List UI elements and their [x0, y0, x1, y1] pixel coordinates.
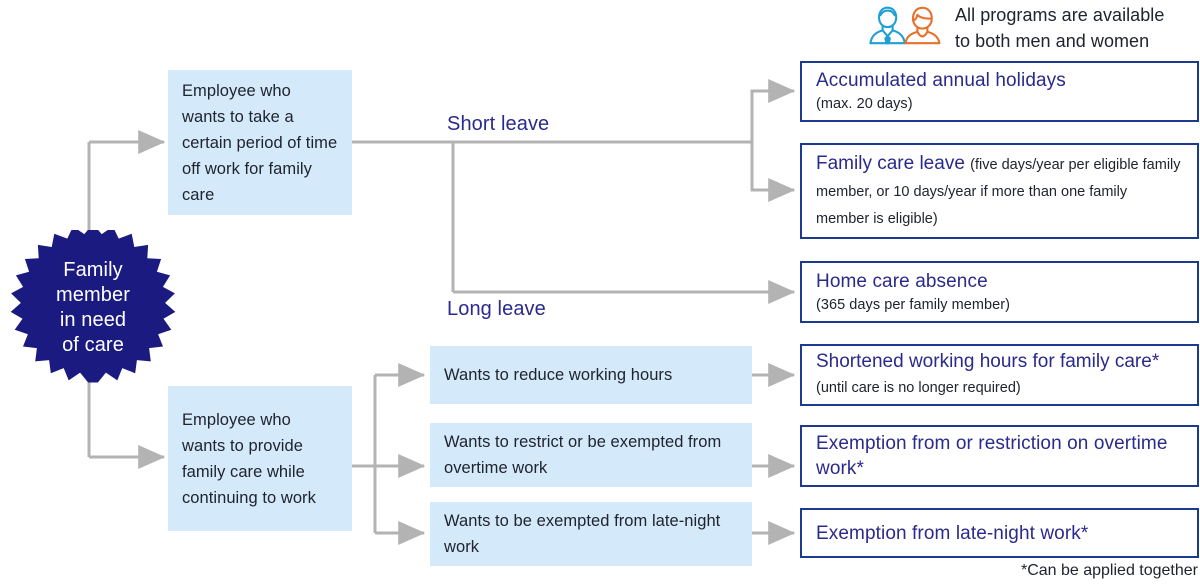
program-box-accumulated-annual-holidays: Accumulated annual holidays (max. 20 day…	[800, 61, 1199, 122]
need-reduce-hours-label: Wants to reduce working hours	[444, 366, 673, 384]
need-exempt-late-night-label: Wants to be exempted from late-night wor…	[444, 512, 721, 556]
program-home-care-title: Home care absence	[816, 270, 988, 292]
category-box-time-off: Employee who wants to take a certain per…	[168, 70, 352, 215]
program-accumulated-sub: (max. 20 days)	[816, 96, 913, 112]
program-box-family-care-leave: Family care leave (five days/year per el…	[800, 143, 1199, 239]
availability-note: All programs are available to both men a…	[955, 2, 1200, 54]
program-accumulated-title: Accumulated annual holidays	[816, 70, 1066, 91]
connector-to-accumulated	[750, 79, 796, 142]
program-home-care-sub: (365 days per family member)	[816, 296, 1010, 313]
program-exemption-overtime-title: Exemption from or restriction on overtim…	[816, 433, 1168, 479]
two-people-icon	[869, 6, 941, 45]
category-time-off-label: Employee who wants to take a certain per…	[182, 81, 338, 204]
program-shortened-hours-sub: (until care is no longer required)	[816, 380, 1021, 396]
program-shortened-hours-title: Shortened working hours for family care*	[816, 351, 1160, 372]
man-icon	[869, 6, 906, 45]
program-box-exemption-late-night: Exemption from late-night work*	[800, 508, 1199, 558]
root-node-family-member: Family member in need of care	[8, 224, 178, 385]
connector-to-family-care	[750, 142, 796, 202]
root-line-3: in need	[59, 308, 127, 331]
program-family-care-title: Family care leave	[816, 152, 965, 174]
need-box-exempt-late-night: Wants to be exempted from late-night wor…	[430, 502, 752, 566]
category-box-continue-work: Employee who wants to provide family car…	[168, 386, 352, 531]
need-restrict-overtime-label: Wants to restrict or be exempted from ov…	[444, 433, 722, 477]
availability-note-line-1: All programs are available	[955, 5, 1165, 25]
starburst-shape	[10, 224, 176, 383]
program-exemption-late-night-title: Exemption from late-night work*	[816, 522, 1089, 544]
need-box-restrict-overtime: Wants to restrict or be exempted from ov…	[430, 423, 752, 487]
woman-icon	[904, 6, 941, 45]
program-box-home-care-absence: Home care absence (365 days per family m…	[800, 261, 1199, 323]
program-box-exemption-overtime: Exemption from or restriction on overtim…	[800, 425, 1199, 487]
branch-label-short-leave: Short leave	[447, 113, 550, 135]
branch-label-long-leave: Long leave	[447, 298, 546, 320]
footnote: *Can be applied together	[1020, 562, 1198, 579]
program-family-care-sub: (five days/year per eligible family memb…	[816, 156, 1181, 227]
availability-note-line-2: to both men and women	[955, 31, 1150, 51]
root-line-4: of care	[62, 333, 124, 356]
program-box-shortened-working-hours: Shortened working hours for family care*…	[800, 344, 1199, 406]
root-line-1: Family	[63, 258, 123, 281]
root-line-2: member	[56, 283, 130, 306]
root-node-label: Family member in need of care	[8, 230, 178, 385]
category-continue-work-label: Employee who wants to provide family car…	[182, 410, 316, 507]
need-box-reduce-hours: Wants to reduce working hours	[430, 346, 752, 404]
